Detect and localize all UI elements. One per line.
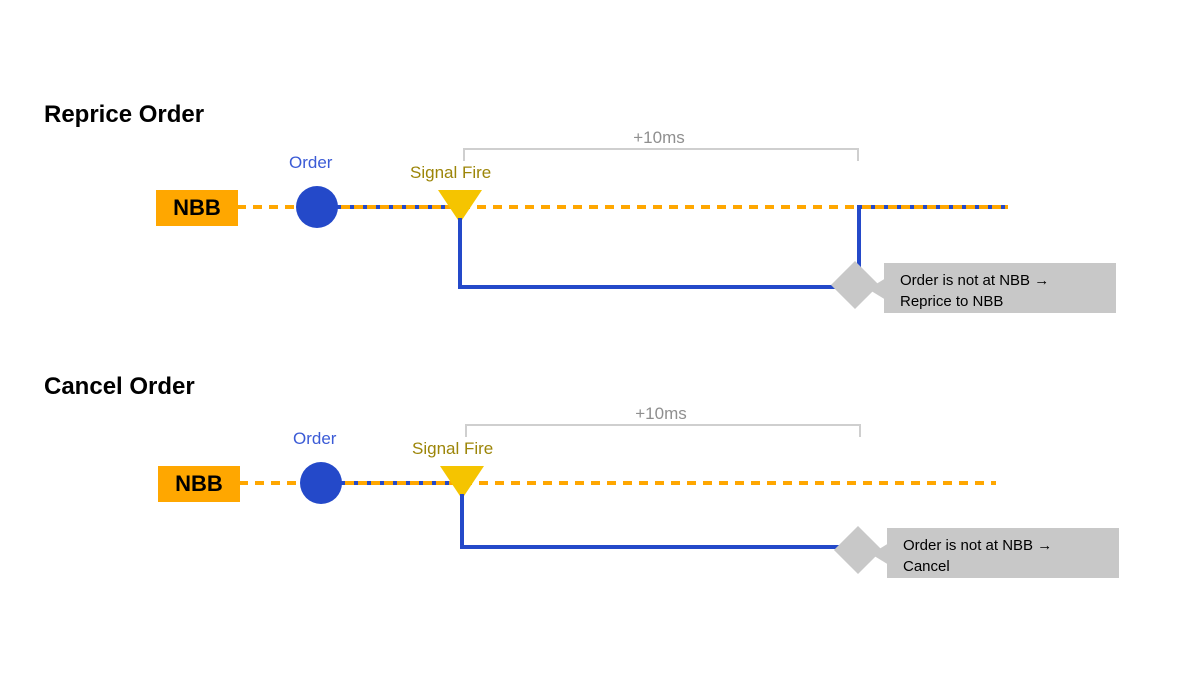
order-path-drop-1 xyxy=(458,218,462,289)
order-node-1 xyxy=(296,186,338,228)
order-node-label-1: Order xyxy=(289,153,333,172)
callout-text-2: Order is not at NBB → Cancel xyxy=(903,537,1053,575)
nbb-line-segment-left-1 xyxy=(237,205,297,209)
order-node-label-2: Order xyxy=(293,429,337,448)
timing-bracket-2 xyxy=(465,424,861,437)
nbb-badge-1: NBB xyxy=(156,190,238,226)
page-title-reprice: Reprice Order xyxy=(44,101,205,128)
callout-box-2: Order is not at NBB → Cancel xyxy=(887,528,1119,578)
nbb-badge-2: NBB xyxy=(158,466,240,502)
timing-bracket-label-1: +10ms xyxy=(633,128,685,147)
nbb-badge-label-2: NBB xyxy=(175,471,223,496)
order-at-nbb-segment-1 xyxy=(337,205,461,209)
order-at-nbb-segment-2 xyxy=(341,481,463,485)
order-path-horizontal-2 xyxy=(460,545,846,549)
page-title-cancel: Cancel Order xyxy=(44,373,195,400)
signal-fire-label-2: Signal Fire xyxy=(412,439,494,458)
nbb-badge-label-1: NBB xyxy=(173,195,221,220)
order-path-horizontal-1 xyxy=(458,285,843,289)
order-node-2 xyxy=(300,462,342,504)
nbb-line-segment-right-2 xyxy=(463,481,996,485)
timing-bracket-1 xyxy=(463,148,859,161)
order-path-riser-1 xyxy=(857,205,861,271)
callout-tail-1 xyxy=(868,278,886,300)
nbb-line-segment-middle-1 xyxy=(461,205,859,209)
order-path-drop-2 xyxy=(460,494,464,549)
callout-tail-2 xyxy=(871,543,889,565)
timing-bracket-label-2: +10ms xyxy=(635,404,687,423)
callout-text-1: Order is not at NBB → Reprice to NBB xyxy=(900,272,1050,310)
nbb-line-segment-left-2 xyxy=(239,481,301,485)
signal-fire-triangle-down-icon-1 xyxy=(438,190,482,223)
order-rejoins-nbb-segment-1 xyxy=(858,205,1008,209)
signal-fire-triangle-down-icon-2 xyxy=(440,466,484,499)
callout-box-1: Order is not at NBB → Reprice to NBB xyxy=(884,263,1116,313)
signal-fire-label-1: Signal Fire xyxy=(410,163,492,182)
